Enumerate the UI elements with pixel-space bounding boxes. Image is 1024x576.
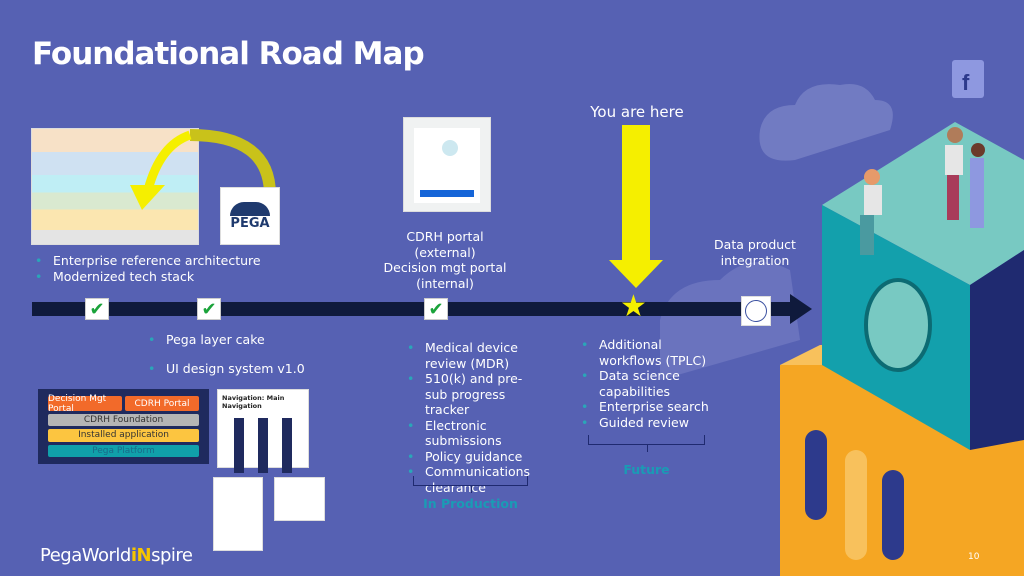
layer-cdrh-foundation: CDRH Foundation [48, 414, 199, 427]
list-item: Medical device review (MDR) [405, 340, 540, 371]
you-are-here-label: You are here [590, 103, 684, 121]
future-brace [588, 435, 705, 452]
list-item: Enterprise reference architecture [33, 253, 261, 269]
down-arrow-icon [622, 125, 650, 261]
timeline-bar [32, 302, 792, 316]
layer-cdrh-portal: CDRH Portal [125, 396, 199, 411]
layer-installed-application: Installed application [48, 429, 199, 442]
check-icon: ✔ [197, 298, 221, 320]
milestone-3-list: CDRH portal (external) Decision mgt port… [365, 229, 525, 291]
list-item: CDRH portal (external) [406, 229, 484, 260]
login-portal-thumbnail [403, 117, 491, 212]
pegaworld-logo: PegaWorldiNspire [40, 545, 193, 566]
list-item: Guided review [579, 415, 719, 431]
list-item: UI design system v1.0 [146, 361, 305, 377]
milestone-1-list: Enterprise reference architecture Modern… [33, 253, 261, 284]
down-arrowhead-icon [609, 260, 663, 288]
list-item: Decision mgt portal (internal) [383, 260, 507, 291]
cloud-icon [759, 84, 893, 161]
data-product-seal-icon [741, 296, 771, 326]
in-production-list: Medical device review (MDR) 510(k) and p… [405, 340, 540, 495]
colors-thumbnail [274, 477, 325, 521]
list-item: Policy guidance [405, 449, 540, 465]
data-product-label: Data product integration [714, 237, 796, 268]
list-item: Additional workflows (TPLC) [579, 337, 719, 368]
future-list: Additional workflows (TPLC) Data science… [579, 337, 719, 430]
layer-decision-mgt-portal: Decision Mgt Portal [48, 394, 122, 414]
navigation-thumbnail: Navigation: Main Navigation [217, 389, 309, 473]
milestone-2-list: Pega layer cake UI design system v1.0 [146, 332, 305, 376]
page-title: Foundational Road Map [32, 36, 425, 72]
list-item: 510(k) and pre-sub progress tracker [405, 371, 540, 418]
pega-logo: PEGA [220, 187, 280, 245]
list-item: Data science capabilities [579, 368, 719, 399]
curved-arrow-icon [130, 129, 276, 210]
svg-text:f: f [962, 70, 970, 95]
facebook-icon [952, 60, 984, 98]
list-thumbnail [213, 477, 263, 551]
list-item: Electronic submissions [405, 418, 540, 449]
layer-cake-diagram: Decision Mgt Portal CDRH Portal CDRH Fou… [38, 389, 209, 464]
list-item: Pega layer cake [146, 332, 305, 348]
page-number: 10 [968, 552, 980, 562]
list-item: Modernized tech stack [33, 269, 261, 285]
list-item: Enterprise search [579, 399, 719, 415]
check-icon: ✔ [424, 298, 448, 320]
in-production-brace [413, 476, 528, 493]
in-production-label: In Production [423, 496, 518, 511]
check-icon: ✔ [85, 298, 109, 320]
illustration: f [660, 60, 1024, 576]
timeline-arrowhead-icon [790, 294, 812, 324]
layer-pega-platform: Pega Platform [48, 444, 199, 457]
star-icon: ★ [620, 289, 647, 324]
future-label: Future [623, 462, 670, 477]
